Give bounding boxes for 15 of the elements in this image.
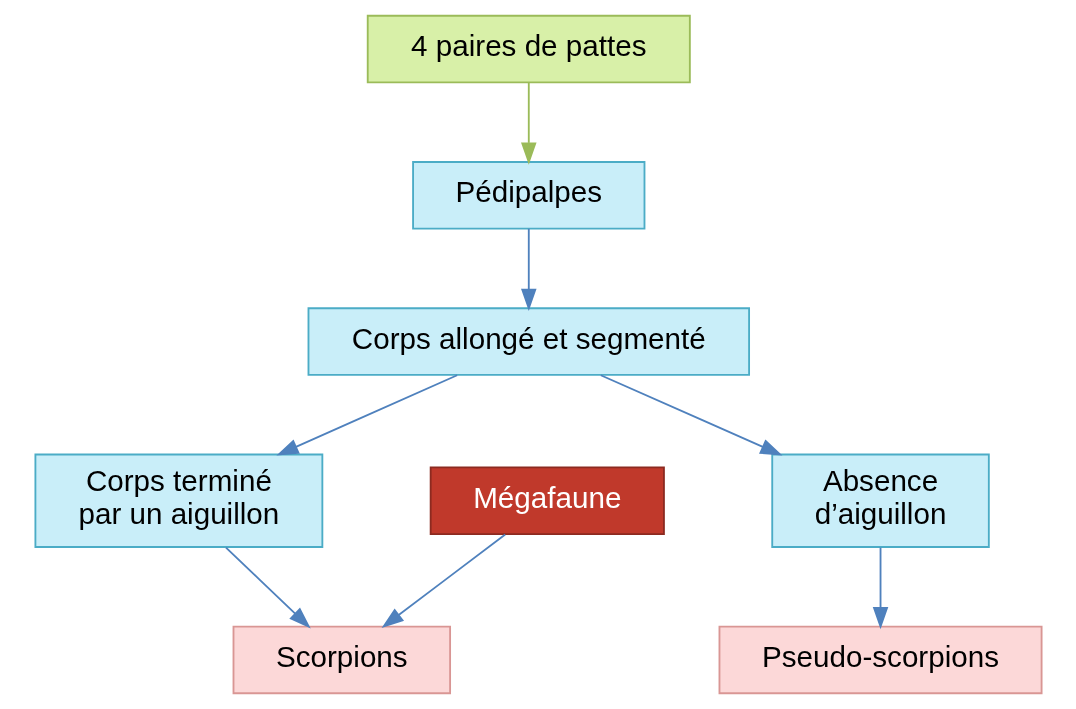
- node-box: Corps terminé par un aiguillon: [34, 453, 323, 548]
- arrow: [520, 81, 537, 165]
- node-box: Pédipalpes: [411, 161, 645, 230]
- arrow: [872, 546, 888, 630]
- node-box: 4 paires de pattes: [366, 14, 691, 84]
- node-box: Mégafaune: [429, 466, 665, 535]
- node-box: Absence d’aiguillon: [770, 453, 990, 548]
- node-box: Pseudo-scorpions: [718, 625, 1042, 695]
- arrow: [520, 227, 537, 311]
- node-box: Scorpions: [232, 625, 451, 695]
- arrow: [224, 546, 311, 629]
- arrow: [599, 374, 782, 456]
- node-box: Corps allongé et segmenté: [307, 307, 750, 376]
- arrow: [275, 374, 458, 456]
- arrow: [381, 533, 506, 628]
